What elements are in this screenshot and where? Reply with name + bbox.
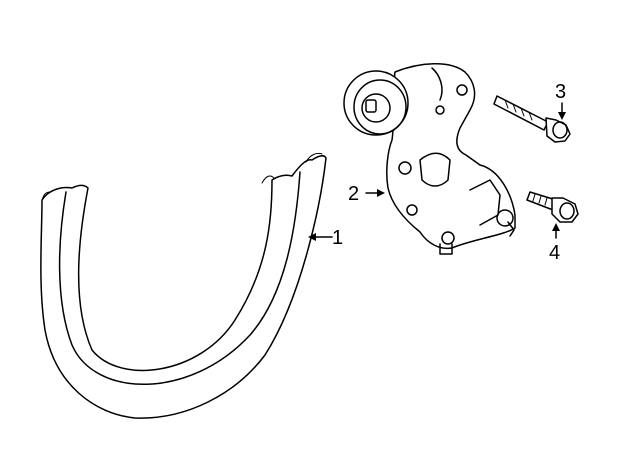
callout-label-1: 1 [332, 227, 343, 249]
drive-belt[interactable] [40, 152, 327, 419]
short-bolt[interactable] [526, 191, 579, 223]
callout-label-2: 2 [348, 183, 359, 205]
long-bolt-head [552, 121, 568, 139]
bracket-hole-top [456, 84, 468, 96]
long-bolt[interactable] [493, 95, 571, 143]
callout-1: 1 [308, 227, 343, 249]
pulley-bolt [365, 99, 377, 113]
bracket-hole-left [398, 161, 412, 175]
tensioner-assembly[interactable] [343, 63, 516, 255]
callout-label-3: 3 [555, 81, 566, 103]
mount-boss-right [496, 209, 514, 227]
callout-2: 2 [348, 183, 385, 205]
callout-label-4: 4 [549, 242, 560, 264]
callout-4: 4 [549, 223, 560, 264]
pulley-rim [353, 79, 407, 135]
callout-3: 3 [555, 81, 566, 120]
bracket-hole-low [406, 204, 418, 216]
bracket-hole-mid [435, 105, 445, 115]
mount-boss-low [441, 231, 455, 245]
short-bolt-head [559, 202, 575, 220]
